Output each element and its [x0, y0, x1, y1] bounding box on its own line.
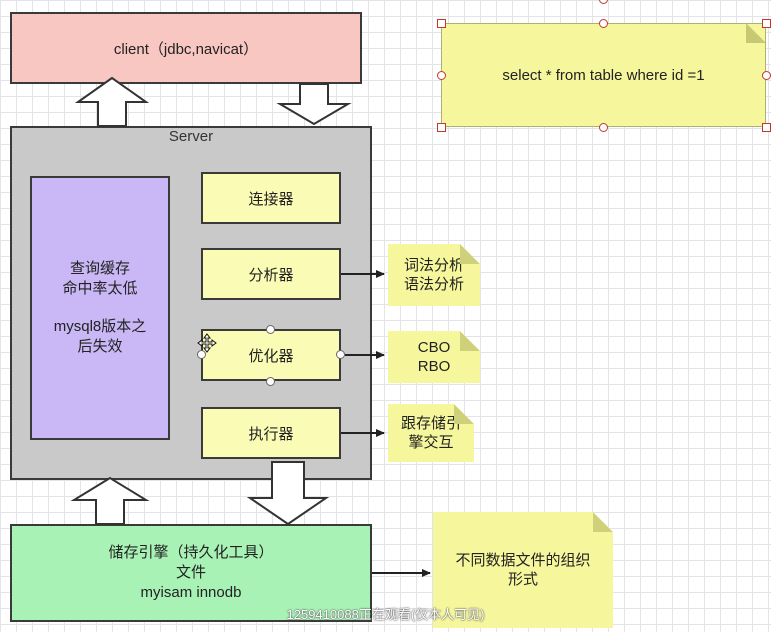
connector-box[interactable]: 连接器: [201, 172, 341, 224]
engine-line-2: 文件: [175, 564, 206, 581]
executor-label: 执行器: [248, 425, 294, 443]
engine-note-line-2: 形式: [507, 571, 538, 588]
connection-handle[interactable]: [336, 350, 345, 359]
engine-note[interactable]: 不同数据文件的组织 形式: [433, 512, 613, 628]
sql-note[interactable]: select * from table where id =1: [441, 23, 766, 127]
optimizer-label: 优化器: [248, 347, 294, 365]
analyzer-note-line-1: 词法分析: [403, 257, 464, 274]
engine-line-1: 储存引擎（持久化工具）: [108, 544, 274, 561]
connection-handle[interactable]: [197, 350, 206, 359]
arrow-down-to-server: [276, 83, 352, 126]
move-cursor-icon: [197, 333, 217, 353]
server-title: Server: [168, 128, 214, 145]
cache-line-4: 后失效: [77, 338, 123, 355]
query-cache-box[interactable]: 查询缓存 命中率太低 mysql8版本之 后失效: [30, 176, 170, 440]
client-box[interactable]: client（jdbc,navicat）: [10, 12, 362, 84]
resize-handle[interactable]: [599, 123, 608, 132]
executor-note-line-2: 擎交互: [408, 434, 454, 451]
client-label: client（jdbc,navicat）: [113, 40, 259, 58]
analyzer-note[interactable]: 词法分析 语法分析: [388, 244, 480, 306]
arrow-down-to-engine: [246, 461, 330, 526]
connection-handle[interactable]: [266, 325, 275, 334]
optimizer-note-line-2: RBO: [417, 358, 451, 375]
cache-line-1: 查询缓存: [69, 260, 130, 277]
watermark: 1259410088正在观看(仅本人可见): [286, 607, 485, 622]
sql-note-text: select * from table where id =1: [502, 66, 705, 84]
analyzer-box[interactable]: 分析器: [201, 248, 341, 300]
resize-handle[interactable]: [599, 19, 608, 28]
connection-handle[interactable]: [266, 377, 275, 386]
executor-box[interactable]: 执行器: [201, 407, 341, 459]
storage-engine-box[interactable]: 储存引擎（持久化工具） 文件 myisam innodb: [10, 524, 372, 622]
optimizer-note-line-1: CBO: [417, 339, 451, 356]
executor-note[interactable]: 跟存储引 擎交互: [388, 404, 474, 462]
analyzer-note-line-2: 语法分析: [403, 276, 464, 293]
arrow-up-to-client: [74, 76, 150, 127]
engine-line-3: myisam innodb: [140, 584, 242, 601]
connector-label: 连接器: [248, 190, 294, 208]
resize-handle[interactable]: [437, 19, 446, 28]
arrow-up-from-engine: [70, 476, 150, 525]
resize-handle[interactable]: [437, 71, 446, 80]
analyzer-label: 分析器: [248, 266, 294, 284]
resize-handle[interactable]: [437, 123, 446, 132]
engine-note-line-1: 不同数据文件的组织: [455, 552, 591, 569]
optimizer-note[interactable]: CBO RBO: [388, 331, 480, 383]
cache-line-2: 命中率太低: [62, 280, 138, 297]
cache-line-3: mysql8版本之: [53, 318, 147, 335]
executor-note-line-1: 跟存储引: [400, 415, 461, 432]
